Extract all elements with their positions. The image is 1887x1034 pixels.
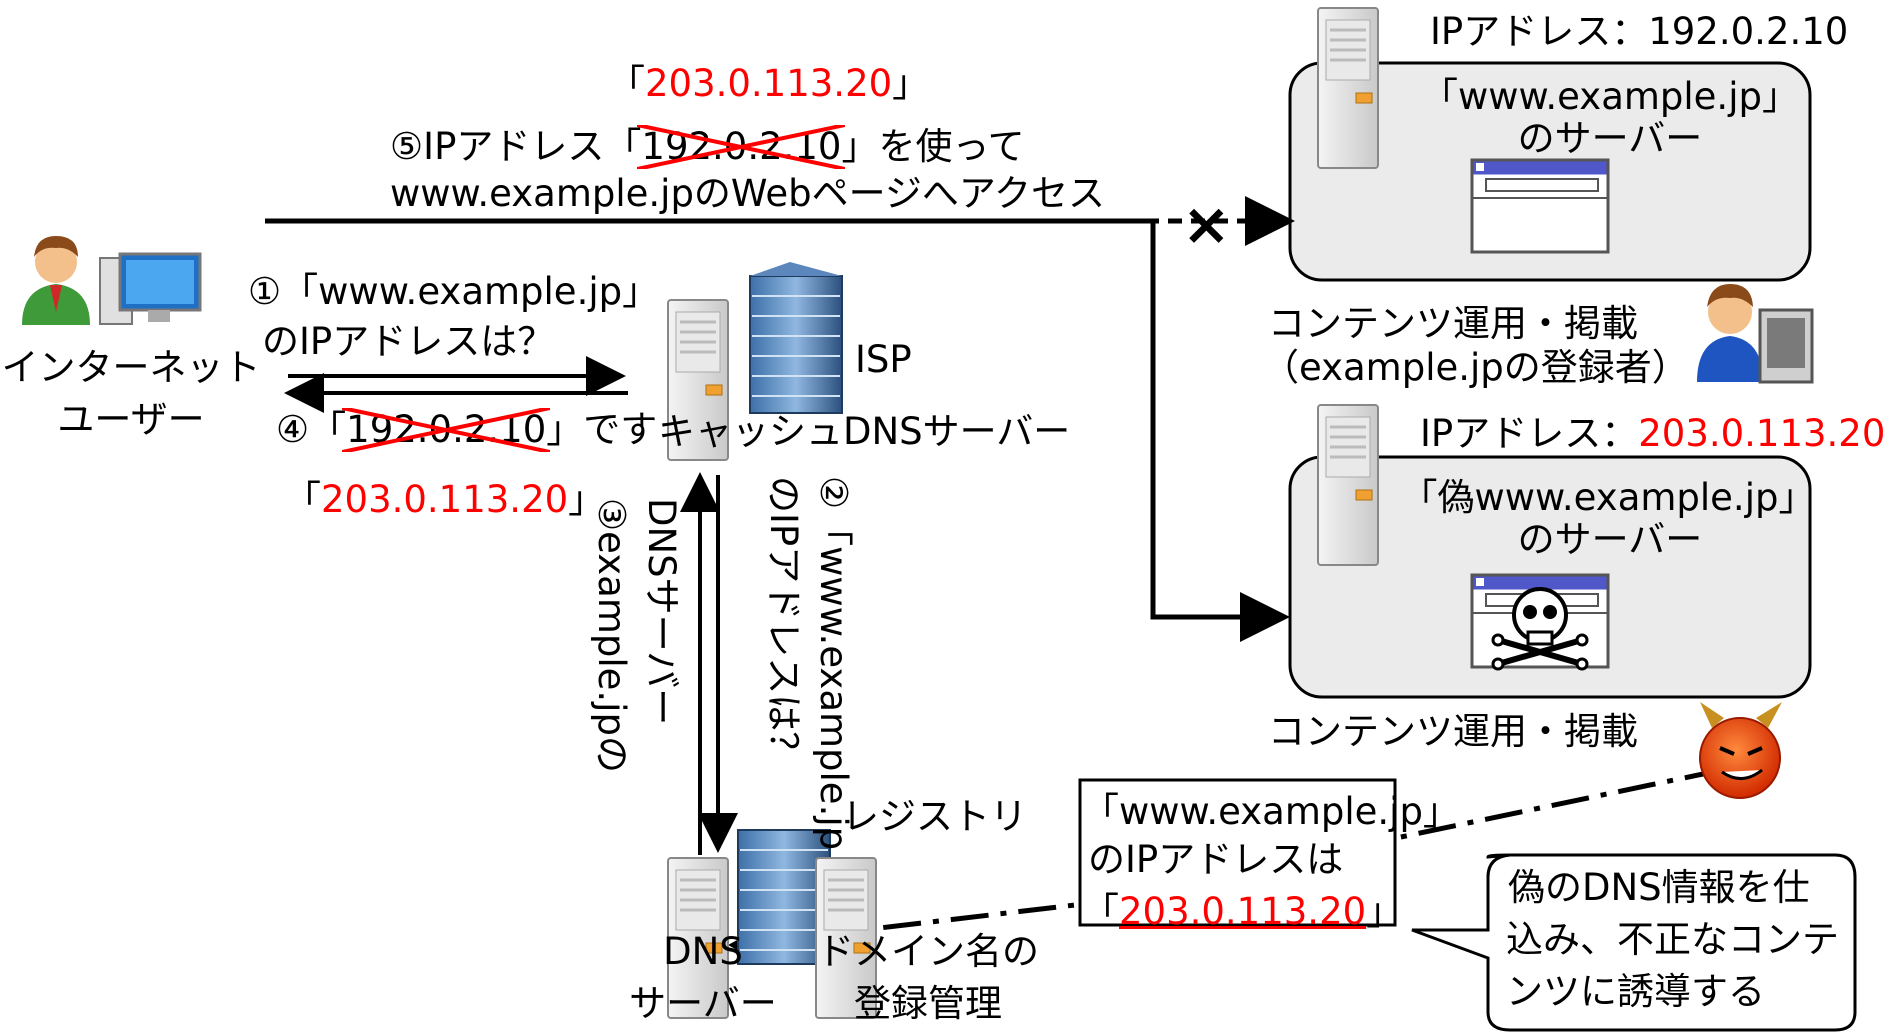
reply4-line: ④「192.0.2.10」です: [276, 408, 658, 452]
reply3-line1: ③example.jpの: [590, 498, 633, 773]
user-label-line1: インターネット: [1, 346, 261, 389]
registry-building-icon: [737, 829, 831, 965]
registry-domain-line2: 登録管理: [854, 982, 1002, 1025]
top-old-ip: 192.0.2.10: [641, 125, 841, 169]
reply4-old-ip: 192.0.2.10: [346, 408, 546, 452]
redirect-arrow: [1150, 221, 1290, 642]
user-label-line2: ユーザー: [57, 398, 205, 441]
real-server-name-line2: のサーバー: [1517, 117, 1703, 160]
poison-record-line2: のIPアドレスは: [1088, 838, 1344, 881]
fake-server-icon: [1316, 403, 1380, 567]
fake-server-name-line2: のサーバー: [1517, 518, 1703, 561]
registry-label: レジストリ: [842, 795, 1027, 838]
registry-domain-line1: ドメイン名の: [817, 930, 1039, 973]
real-server-ip: IPアドレス：192.0.2.10: [1430, 10, 1849, 53]
isp-label: ISP: [855, 338, 912, 381]
reply3-line2: DNSサーバー: [640, 498, 683, 726]
cache-dns-label: キャッシュDNSサーバー: [658, 410, 1071, 453]
access-line1: ⑤IPアドレス「192.0.2.10」を使って: [390, 125, 1025, 169]
user-computer-icon: [99, 252, 202, 325]
real-operator-line1: コンテンツ運用・掲載: [1268, 302, 1638, 345]
query1-line1: ①「www.example.jp」: [248, 270, 660, 313]
user-person-icon: [22, 236, 90, 325]
attacker-speech-bubble: [1411, 853, 1857, 1032]
fake-server-name-line1: 「偽www.example.jp」: [1400, 476, 1816, 519]
isp-building-icon: [749, 262, 843, 414]
real-browser-window-icon: [1470, 158, 1610, 254]
fake-operator: コンテンツ運用・掲載: [1268, 710, 1638, 753]
real-server-name-line1: 「www.example.jp」: [1421, 75, 1799, 118]
fake-server-ip-value: 203.0.113.20: [1638, 412, 1886, 455]
attacker-devil-icon: [1699, 702, 1782, 799]
query1-line2: のIPアドレスは？: [262, 320, 555, 363]
fake-browser-window-icon: [1470, 573, 1610, 671]
registry-dns-line1: DNS: [663, 930, 743, 973]
bubble-line3: ンツに誘導する: [1506, 970, 1765, 1013]
top-replaced-ip: 「203.0.113.20」: [608, 62, 930, 105]
query2-line1: ②「www.example.jp: [812, 476, 855, 851]
poison-record-ip: 203.0.113.20: [1119, 890, 1367, 933]
registrant-operator-icon: [1697, 284, 1814, 384]
bubble-line2: 込み、不正なコンテ: [1506, 918, 1839, 961]
real-server-icon: [1316, 6, 1380, 170]
real-operator-line2: （example.jpの登録者）: [1262, 346, 1689, 389]
reply4-new-ip: 203.0.113.20: [321, 478, 569, 521]
fake-server-ip: IPアドレス：203.0.113.20: [1420, 412, 1886, 455]
skull-icon: [1491, 587, 1589, 671]
registry-dns-line2: サーバー: [629, 982, 777, 1025]
reply4-new-ip-line: 「203.0.113.20」: [284, 478, 606, 521]
bubble-line1: 偽のDNS情報を仕: [1508, 866, 1810, 909]
poison-record-box: [1078, 778, 1397, 927]
poison-record-line1: 「www.example.jp」: [1082, 790, 1460, 833]
blocked-x-marker: ×: [1182, 190, 1231, 258]
poison-record-line3: 「203.0.113.20」: [1082, 890, 1404, 933]
top-new-ip: 203.0.113.20: [645, 62, 893, 105]
access-line2: www.example.jpのWebページへアクセス: [390, 172, 1106, 215]
query2-line2: のIPアドレスは？: [762, 476, 805, 769]
